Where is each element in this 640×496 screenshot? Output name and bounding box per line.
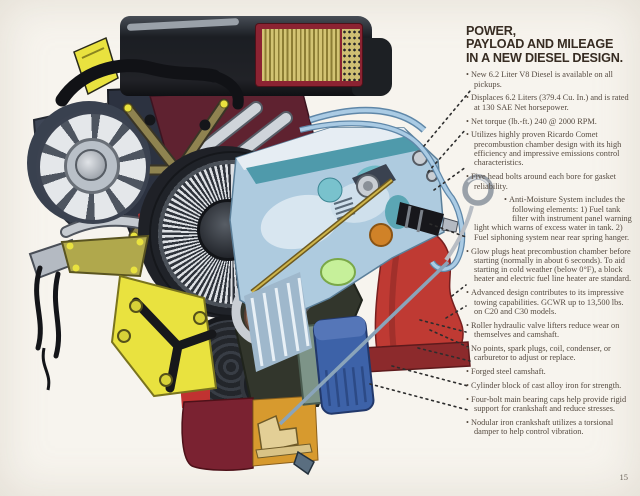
headline-line: PAYLOAD AND MILEAGE — [466, 36, 614, 52]
headline-line: POWER, — [466, 23, 516, 38]
drain-plug — [293, 450, 315, 476]
feature-list: New 6.2 Liter V8 Diesel is available on … — [466, 70, 632, 437]
page-number: 15 — [619, 472, 629, 482]
radiator-hose — [55, 59, 244, 110]
water-jacket — [246, 136, 420, 184]
feature-bullet: Net torque (lb.-ft.) 240 @ 2000 RPM. — [466, 117, 632, 126]
feature-bullet: Four-bolt main bearing caps help provide… — [466, 395, 632, 414]
feature-bullet: Utilizes highly proven Ricardo Comet pre… — [466, 130, 632, 167]
valve-spring — [333, 197, 356, 220]
oil-pan — [180, 380, 319, 476]
fuel-injector — [396, 202, 459, 236]
wiring-hoses-left — [34, 265, 62, 391]
alternator-shaft-nut — [75, 149, 107, 181]
air-filter-mesh — [342, 29, 360, 81]
cylinder-bore — [244, 272, 312, 372]
feature-bullet: New 6.2 Liter V8 Diesel is available on … — [466, 70, 632, 89]
dipstick — [278, 174, 494, 426]
feature-bullet: Glow plugs heat precombustion chamber be… — [466, 247, 632, 284]
headline: POWER, PAYLOAD AND MILEAGE IN A NEW DIES… — [466, 23, 627, 65]
feature-bullet: Five head bolts around each bore for gas… — [466, 172, 632, 191]
feature-bullet: Forged steel camshaft. — [466, 367, 632, 376]
feature-bullet: Cylinder block of cast alloy iron for st… — [466, 381, 632, 390]
glow-plug — [369, 223, 393, 247]
fuel-lines — [299, 106, 466, 272]
feature-bullet: Advanced design contributes to its impre… — [466, 288, 632, 316]
article-column: POWER, PAYLOAD AND MILEAGE IN A NEW DIES… — [466, 24, 632, 441]
feature-bullet: Nodular iron crankshaft utilizes a torsi… — [466, 418, 632, 437]
precombustion-chamber — [320, 258, 356, 286]
dipstick-loop-handle — [462, 174, 494, 206]
feature-bullet: Displaces 6.2 Liters (379.4 Cu. In.) and… — [466, 93, 632, 112]
engine-mount-bracket — [60, 234, 218, 398]
feature-bullet: Anti-Moisture System includes the follow… — [466, 195, 632, 241]
headline-line: IN A NEW DIESEL DESIGN. — [466, 49, 623, 65]
feature-bullet: No points, spark plugs, coil, condenser,… — [466, 344, 632, 363]
feature-bullet: Roller hydraulic valve lifters reduce we… — [466, 321, 632, 340]
leader-lines — [369, 90, 471, 411]
air-filter-pleats — [262, 29, 340, 81]
